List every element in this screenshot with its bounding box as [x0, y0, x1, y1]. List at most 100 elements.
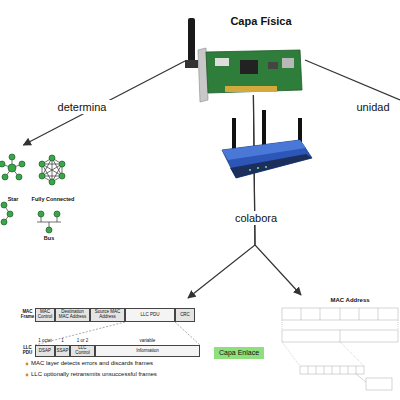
station	[19, 161, 25, 167]
card-component	[215, 58, 229, 66]
router-light	[249, 169, 251, 171]
unidad-line	[305, 60, 400, 100]
router-front	[230, 154, 312, 178]
node-text: Capa Física	[221, 16, 301, 28]
table-divider	[320, 308, 321, 320]
router-light	[265, 166, 267, 168]
node-text: Destination MAC Address	[55, 308, 90, 322]
card-component	[282, 58, 294, 68]
node-text: CRC	[175, 308, 195, 322]
node-text: Capa Enlace	[214, 347, 264, 359]
mac-address-node: MAC Address	[268, 295, 400, 395]
bit-divider	[348, 366, 349, 374]
station	[16, 174, 22, 180]
router-antenna	[232, 118, 236, 152]
bit-divider	[308, 366, 309, 374]
card-component	[268, 62, 278, 69]
bullet	[26, 374, 29, 377]
table-divider	[340, 330, 341, 342]
edge-label: colabora	[218, 211, 294, 225]
station	[39, 161, 45, 167]
station	[46, 227, 52, 233]
frame-expansion	[35, 322, 200, 345]
connector	[253, 95, 301, 295]
station	[38, 211, 44, 217]
node-text: MAC layer detects errors and discards fr…	[31, 360, 216, 366]
node-text: variable	[95, 337, 200, 345]
bit-divider	[316, 366, 317, 374]
table-divider	[359, 308, 360, 320]
node-text: Information	[95, 345, 200, 357]
leader	[356, 374, 366, 382]
dashed-guide	[35, 322, 125, 345]
table-divider	[378, 308, 379, 320]
node-text: LLC PDU	[20, 345, 35, 357]
node-text: LLC optionally retransmits unsuccessful …	[31, 371, 216, 377]
wireless-router	[222, 110, 312, 178]
leader	[398, 320, 399, 330]
station	[59, 161, 65, 167]
bullet	[26, 363, 29, 366]
leader	[282, 342, 300, 366]
node-text: MAC Frame	[20, 308, 35, 322]
table-divider	[340, 308, 341, 320]
router-body	[222, 140, 312, 178]
bit-divider	[324, 366, 325, 374]
station	[49, 155, 55, 161]
station	[9, 154, 15, 160]
station	[1, 219, 7, 225]
dashed-guide	[175, 322, 200, 345]
network-card	[185, 18, 302, 102]
frame-diagram-node: MAC FrameMAC ControlDestination MAC Addr…	[18, 298, 218, 393]
station	[49, 179, 55, 185]
hub	[8, 164, 16, 172]
mesh-links	[42, 158, 62, 182]
bit-divider	[332, 366, 333, 374]
node-text: 1 octet	[35, 337, 55, 345]
card-chip	[240, 60, 258, 74]
card-contacts	[225, 86, 277, 92]
node-text: LLC Control	[70, 345, 95, 357]
node-text: Fully Connected	[28, 197, 78, 203]
node-text: MAC Address	[320, 297, 380, 303]
antenna	[188, 18, 195, 62]
card-board	[206, 50, 302, 93]
node-text: MAC Control	[35, 308, 55, 322]
node-text: Source MAC Address	[90, 308, 125, 322]
leader	[282, 320, 283, 330]
station	[7, 211, 13, 217]
node-text: 1	[55, 337, 70, 345]
bit-divider	[356, 366, 357, 374]
station	[54, 211, 60, 217]
node-text: Star	[0, 197, 26, 203]
station	[1, 202, 7, 208]
router-antenna	[262, 110, 266, 146]
leader	[340, 342, 364, 366]
note-box	[366, 378, 392, 390]
bit-divider	[340, 366, 341, 374]
bit-row	[300, 366, 364, 374]
node-text: LLC PDU	[125, 308, 175, 322]
station	[0, 161, 5, 167]
concept-node: Capa Física	[185, 10, 305, 95]
table-row	[282, 330, 398, 342]
mac-address-table	[282, 308, 398, 390]
node-text: Bus	[36, 236, 62, 242]
highlight-box: Capa Enlace	[214, 347, 264, 359]
antenna-base	[185, 60, 198, 68]
edge-label: determina	[44, 100, 120, 114]
table-row	[282, 308, 398, 320]
station	[2, 174, 8, 180]
table-divider	[301, 308, 302, 320]
station	[39, 173, 45, 179]
node-text: 1 or 2	[70, 337, 95, 345]
node-text: SSAP	[55, 345, 70, 357]
router-light	[257, 167, 259, 169]
connector	[23, 61, 185, 145]
connector	[188, 95, 255, 298]
station	[59, 173, 65, 179]
topology-icons	[0, 154, 65, 233]
node-text: DSAP	[35, 345, 55, 357]
topology-node: StarFully ConnectedBus	[0, 145, 78, 245]
